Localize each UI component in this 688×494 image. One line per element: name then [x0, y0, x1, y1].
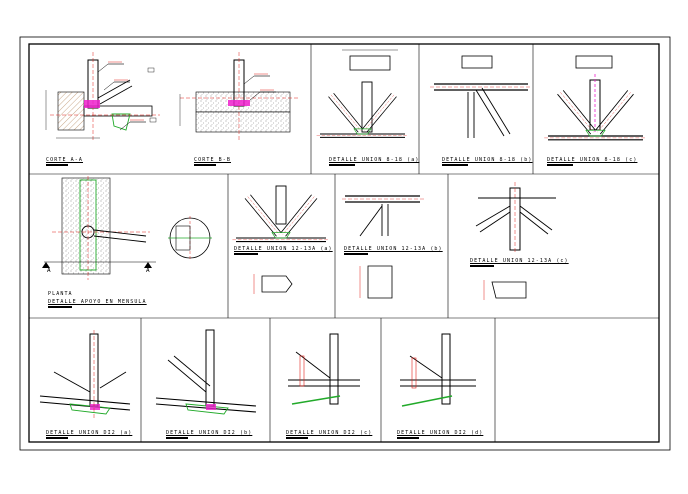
caption-underline — [470, 265, 494, 267]
caption-union-8-18-b: DETALLE UNION 8-18 (b) — [442, 157, 533, 163]
caption-underline — [329, 164, 355, 166]
caption-underline — [286, 437, 308, 439]
caption-planta: PLANTA — [48, 291, 73, 297]
caption-underline — [442, 164, 468, 166]
caption-union-di2-c: DETALLE UNION DI2 (c) — [286, 430, 373, 436]
drawing-frame — [28, 43, 660, 443]
caption-union-di2-d: DETALLE UNION DI2 (d) — [397, 430, 484, 436]
caption-underline — [397, 437, 419, 439]
caption-underline — [46, 164, 68, 166]
section-mark-left: A — [47, 267, 52, 274]
drawing-union-12-13a-b — [342, 195, 424, 299]
caption-underline — [46, 437, 68, 439]
drawing-corte-b-b — [179, 52, 300, 140]
drawing-union-8-18-a — [316, 49, 409, 138]
caption-underline — [194, 164, 216, 166]
drawing-union-di2-c — [288, 333, 360, 405]
caption-union-12-13a-a: DETALLE UNION 12-13A (a) — [234, 246, 333, 252]
section-mark-right: A — [146, 267, 151, 274]
caption-underline — [234, 253, 258, 255]
caption-union-di2-b: DETALLE UNION DI2 (b) — [166, 430, 253, 436]
caption-union-12-13a-c: DETALLE UNION 12-13A (c) — [470, 258, 569, 264]
drawing-union-8-18-b — [430, 55, 532, 138]
caption-underline — [547, 164, 573, 166]
drawing-union-di2-b — [155, 329, 257, 415]
caption-underline — [344, 253, 368, 255]
drawing-union-12-13a-c — [475, 182, 556, 300]
caption-corte-a-a: CORTE A-A — [46, 157, 83, 163]
drawing-union-di2-d — [400, 333, 476, 407]
caption-union-8-18-a: DETALLE UNION 8-18 (a) — [329, 157, 420, 163]
sheet-border — [19, 36, 671, 451]
caption-union-12-13a-b: DETALLE UNION 12-13A (b) — [344, 246, 443, 252]
caption-apoyo-mensula: DETALLE APOYO EN MENSULA — [48, 299, 147, 305]
caption-underline — [48, 306, 72, 308]
caption-corte-b-b: CORTE B-B — [194, 157, 231, 163]
drawing-union-di2-a — [39, 330, 131, 420]
caption-union-8-18-c: DETALLE UNION 8-18 (c) — [547, 157, 638, 163]
caption-union-di2-a: DETALLE UNION DI2 (a) — [46, 430, 133, 436]
drawing-union-8-18-c — [543, 55, 648, 141]
drawing-union-12-13a-a — [231, 185, 331, 294]
drawing-corte-a-a — [45, 52, 160, 140]
panel-grid — [29, 44, 659, 442]
caption-underline — [166, 437, 188, 439]
drawing-apoyo-mensula — [42, 176, 212, 280]
